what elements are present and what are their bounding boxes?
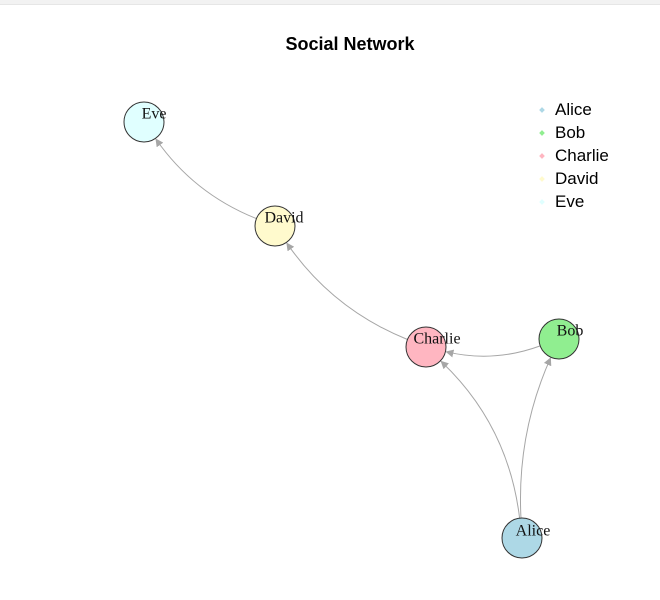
edge-layer [155, 138, 552, 519]
node-circle-david [254, 205, 296, 247]
node-charlie: Charlie [405, 326, 461, 368]
legend-label: Bob [555, 123, 586, 142]
node-bob: Bob [538, 318, 584, 360]
legend-marker-icon [539, 152, 545, 159]
legend-item-charlie: Charlie [534, 144, 654, 167]
legend-label: Eve [555, 192, 585, 211]
node-circle-eve [123, 101, 165, 143]
edge-bob-to-charlie [445, 345, 541, 358]
node-label-eve: Eve [142, 106, 167, 123]
legend-label: Charlie [555, 146, 609, 165]
legend-item-eve: Eve [534, 190, 654, 213]
node-david: David [254, 205, 304, 247]
legend-item-bob: Bob [534, 121, 654, 144]
legend-marker-icon [539, 175, 545, 182]
node-circle-bob [538, 318, 580, 360]
plot-title: Social Network [285, 34, 415, 54]
legend-marker-icon [539, 106, 545, 113]
node-circle-charlie [405, 326, 447, 368]
legend-item-david: David [534, 167, 654, 190]
node-circle-alice [501, 517, 543, 559]
node-label-charlie: Charlie [413, 331, 460, 348]
node-eve: Eve [123, 101, 167, 143]
node-label-david: David [264, 210, 303, 227]
edge-david-to-eve [155, 138, 257, 220]
legend-item-alice: Alice [534, 98, 654, 121]
node-alice: Alice [501, 517, 551, 559]
legend-marker-icon [539, 198, 545, 205]
edge-charlie-to-david [286, 242, 408, 340]
node-label-bob: Bob [557, 323, 584, 340]
node-label-alice: Alice [516, 523, 551, 540]
legend-label: David [555, 169, 599, 188]
edge-alice-to-bob [520, 357, 552, 519]
edge-alice-to-charlie [440, 360, 521, 519]
legend-marker-icon [539, 129, 545, 136]
window-top-strip [0, 0, 660, 5]
legend-label: Alice [555, 100, 592, 119]
